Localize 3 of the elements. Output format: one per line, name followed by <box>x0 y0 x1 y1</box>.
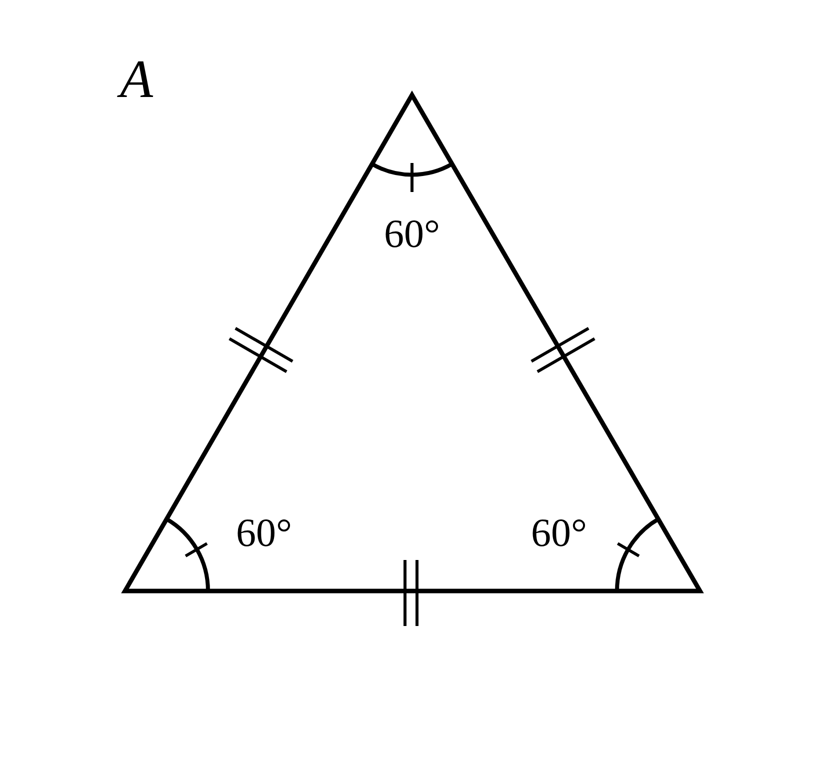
angle-label: 60° <box>236 513 292 553</box>
angle-label: 60° <box>531 513 587 553</box>
angle-label: 60° <box>384 214 440 254</box>
